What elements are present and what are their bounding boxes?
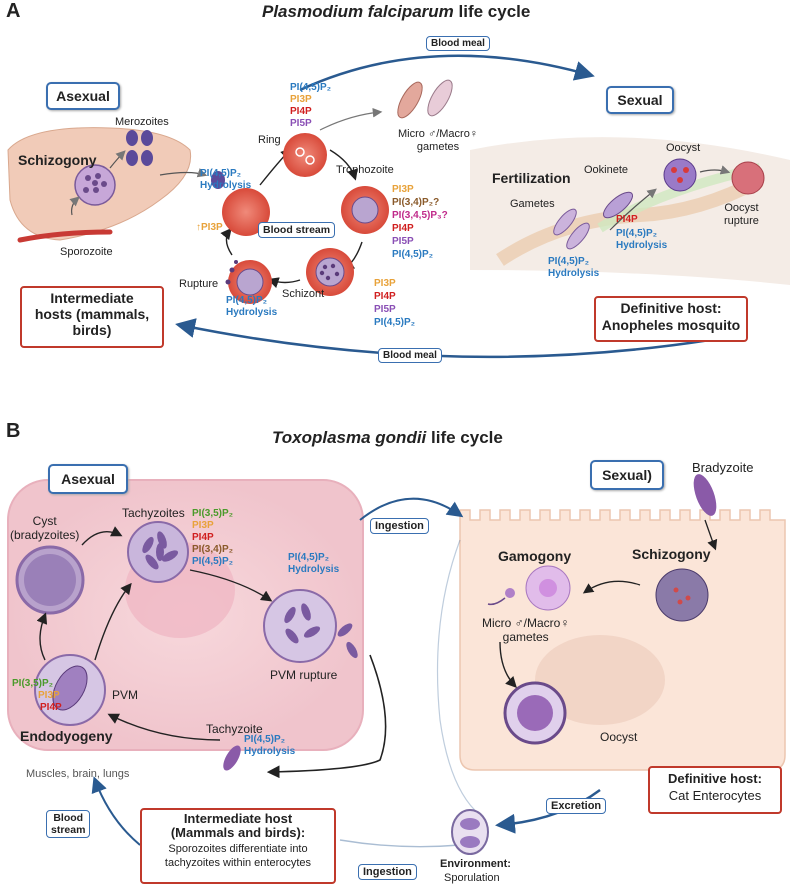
merozoite-hydrolysis: PI(4,5)P₂ Hydrolysis (200, 168, 252, 191)
pvm-rupture-shape (263, 589, 337, 663)
tachy-pi-1: PI(3,5)P₂ (192, 508, 234, 519)
gamogony-label: Gamogony (498, 548, 572, 564)
enterocyte-schizont (655, 568, 709, 622)
ingestion-top-pill: Ingestion (370, 518, 429, 534)
ingestion-top-arrow (359, 497, 464, 521)
endo-pi-1: PI(3,5)P₂ (12, 678, 54, 689)
panel-a-title-species: Plasmodium falciparum (262, 2, 454, 21)
definitive-host-title-b: Definitive host: (668, 771, 762, 786)
tachy-pi-4: PI(3,4)P₂ (192, 544, 234, 555)
sporozoite-label: Sporozoite (60, 246, 113, 258)
schizont-pi-4: PI(4,5)P₂ (374, 317, 416, 328)
endo-pi-2: PI3P (38, 690, 60, 701)
blood-vessel (17, 229, 113, 243)
blood-meal-bottom-arrow (175, 318, 711, 359)
rupture-label: Rupture (179, 278, 219, 290)
merozoites-shapes (126, 130, 153, 166)
tachy-pi-3: PI4P (192, 532, 214, 543)
panel-a-title-suffix: life cycle (453, 2, 531, 21)
rbc-ring (283, 133, 327, 177)
gametes-a-label: Gametes (510, 198, 555, 210)
intermediate-host-title-b: Intermediate host (Mammals and birds): (170, 811, 306, 840)
panel-a-title: Plasmodium falciparum life cycle (262, 2, 530, 22)
oocyst-rupture-a (731, 161, 765, 195)
asexual-label-b: Asexual (48, 464, 128, 494)
definitive-host-sub-b: Cat Enterocytes (668, 788, 762, 803)
panel-b-title-suffix: life cycle (426, 428, 503, 447)
troph-pi-4: PI4P (392, 223, 414, 234)
tachy-pi-2: PI3P (192, 520, 214, 531)
oocyst-a (663, 158, 697, 192)
troph-pi-3: PI(3,4,5)P₃? (392, 210, 448, 221)
bradyzoite-label: Bradyzoite (692, 460, 754, 475)
blood-stream-pill-b: Blood stream (46, 810, 91, 838)
troph-pi-2: PI(3,4)P₂? (392, 197, 440, 208)
troph-pi-6: PI(4,5)P₂ (392, 249, 434, 260)
blood-stream-arrow (91, 776, 141, 846)
schizont-label: Schizont (282, 288, 325, 300)
ring-label: Ring (258, 134, 281, 146)
asexual-label-a: Asexual (46, 82, 120, 110)
tachy-pi-5: PI(4,5)P₂ (192, 556, 234, 567)
schizogony-label-b: Schizogony (632, 546, 711, 562)
ring-pi-3: PI4P (290, 106, 312, 117)
up-pi3p: ↑PI3P (196, 222, 223, 233)
intermediate-host-sub-b: Sporozoites differentiate into tachyzoit… (164, 843, 312, 869)
merozoites-label: Merozoites (115, 116, 169, 128)
tachyzoites-label: Tachyzoites (122, 506, 185, 520)
intermediate-hosts-box-a: Intermediate hosts (mammals, birds) (20, 286, 164, 348)
pvm-rupture-label: PVM rupture (270, 668, 338, 682)
definitive-host-box-a: Definitive host: Anopheles mosquito (594, 296, 748, 342)
oocyst-rupture-label: Oocyst rupture (724, 202, 759, 227)
oocyst-label-b: Oocyst (600, 730, 638, 744)
schizont-pi-3: PI5P (374, 304, 396, 315)
schizogony-label-a: Schizogony (18, 152, 97, 168)
troph-pi-5: PI5P (392, 236, 414, 247)
sporulation-label: Sporulation (444, 872, 500, 884)
ookinete-pi4p: PI4P (616, 214, 638, 225)
sexual-label-a: Sexual (606, 86, 674, 114)
trophozoite-label: Trophozoite (336, 164, 394, 176)
gametes-hydrolysis: PI(4,5)P₂ Hydrolysis (548, 256, 600, 279)
gametes-label-b: Micro ♂/Macro♀ gametes (482, 616, 570, 644)
blood-meal-top-pill: Blood meal (426, 36, 490, 51)
panel-b-letter: B (6, 420, 21, 442)
endodyogeny-label: Endodyogeny (20, 728, 113, 744)
intermediate-host-box-b: Intermediate host (Mammals and birds): S… (140, 808, 336, 884)
cyst-label: Cyst (bradyzoites) (10, 514, 80, 542)
panel-a-letter: A (6, 0, 21, 22)
panel-b-title: Toxoplasma gondii life cycle (272, 428, 503, 448)
ring-pi-1: PI(4,5)P₂ (290, 82, 332, 93)
ingestion-bottom-arrow (339, 839, 461, 848)
pvm-hydrolysis: PI(4,5)P₂ Hydrolysis (288, 552, 340, 575)
schizont-pi-2: PI4P (374, 291, 396, 302)
environment-label: Environment: (440, 858, 511, 870)
gametes-label-a: Micro ♂/Macro♀ gametes (398, 128, 479, 153)
troph-pi-1: PI3P (392, 184, 414, 195)
sexual-label-b: Sexual) (590, 460, 664, 490)
rupture-hydrolysis: PI(4,5)P₂ Hydrolysis (226, 295, 278, 318)
tachyzoite-label: Tachyzoite (206, 722, 263, 736)
ookinete-hydrolysis: PI(4,5)P₂ Hydrolysis (616, 228, 668, 251)
tachyzoite-hydrolysis: PI(4,5)P₂ Hydrolysis (244, 734, 296, 757)
ring-pi-2: PI3P (290, 94, 312, 105)
muscles-label: Muscles, brain, lungs (26, 768, 130, 780)
excretion-pill: Excretion (546, 798, 607, 814)
bradyzoite-shape (693, 474, 717, 516)
fertilization-label: Fertilization (492, 170, 571, 186)
schizont-pi-1: PI3P (374, 278, 396, 289)
blood-meal-top-arrow (299, 54, 595, 92)
blood-stream-pill-a: Blood stream (258, 222, 336, 238)
ring-pi-4: PI5P (290, 118, 312, 129)
endo-pi-3: PI4P (40, 702, 62, 713)
ingestion-bottom-pill: Ingestion (358, 864, 417, 880)
panel-b-title-species: Toxoplasma gondii (272, 428, 427, 447)
blood-meal-bottom-pill: Blood meal (378, 348, 442, 363)
oocyst-label-a: Oocyst (666, 142, 701, 154)
ookinete-label: Ookinete (584, 164, 629, 176)
definitive-host-box-b: Definitive host: Cat Enterocytes (648, 766, 782, 814)
pvm-label: PVM (112, 688, 139, 702)
